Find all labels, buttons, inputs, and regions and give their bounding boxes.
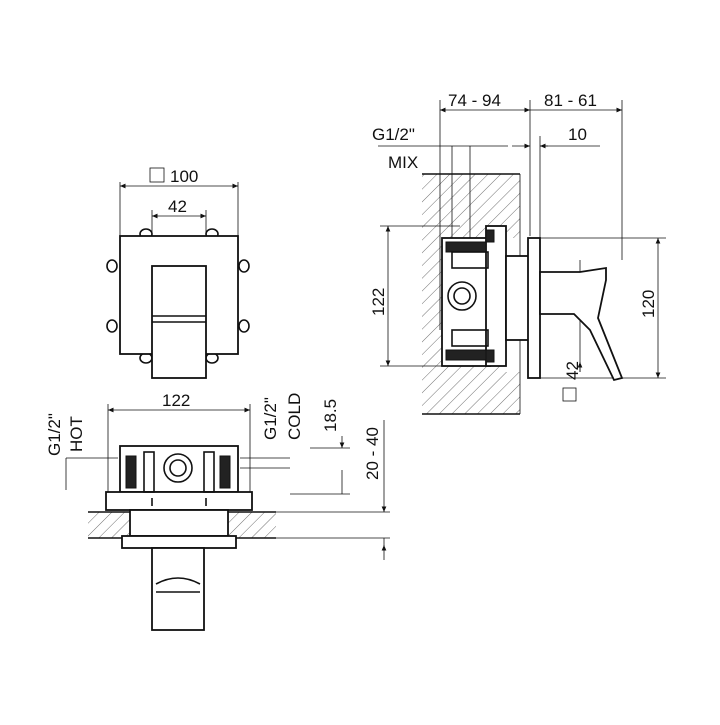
square-symbol-icon — [562, 387, 577, 402]
lever-width-label: 42 — [563, 361, 582, 380]
side-view: 74 - 94 81 - 61 G1/2" MIX 10 122 120 42 — [369, 91, 666, 415]
front-view: 100 42 — [106, 167, 250, 379]
plate-height-label: 120 — [639, 290, 658, 318]
handle-width-label: 42 — [168, 197, 187, 216]
box-width-label: 122 — [162, 391, 190, 410]
plate-width-label: 100 — [170, 167, 198, 186]
hot-name-label: HOT — [67, 416, 86, 452]
cold-name-label: COLD — [285, 393, 304, 440]
offset-label: 18.5 — [321, 399, 340, 432]
mix-name-label: MIX — [388, 153, 418, 172]
wall-range-label: 20 - 40 — [363, 427, 382, 480]
mounting-screws — [106, 228, 250, 364]
depth-range-1-label: 74 - 94 — [448, 91, 501, 110]
cover-plate-side — [527, 237, 541, 379]
top-view: 122 G1/2" HOT G1/2" COLD 18.5 20 - 40 — [45, 391, 390, 631]
cover-depth-label: 10 — [568, 125, 587, 144]
lever-side — [539, 266, 624, 382]
square-symbol-icon — [149, 167, 165, 183]
hot-size-label: G1/2" — [45, 413, 64, 456]
depth-range-2-label: 81 - 61 — [544, 91, 597, 110]
handle-top — [151, 547, 205, 631]
cold-size-label: G1/2" — [261, 397, 280, 440]
box-height-label: 122 — [369, 288, 388, 316]
mix-size-label: G1/2" — [372, 125, 415, 144]
